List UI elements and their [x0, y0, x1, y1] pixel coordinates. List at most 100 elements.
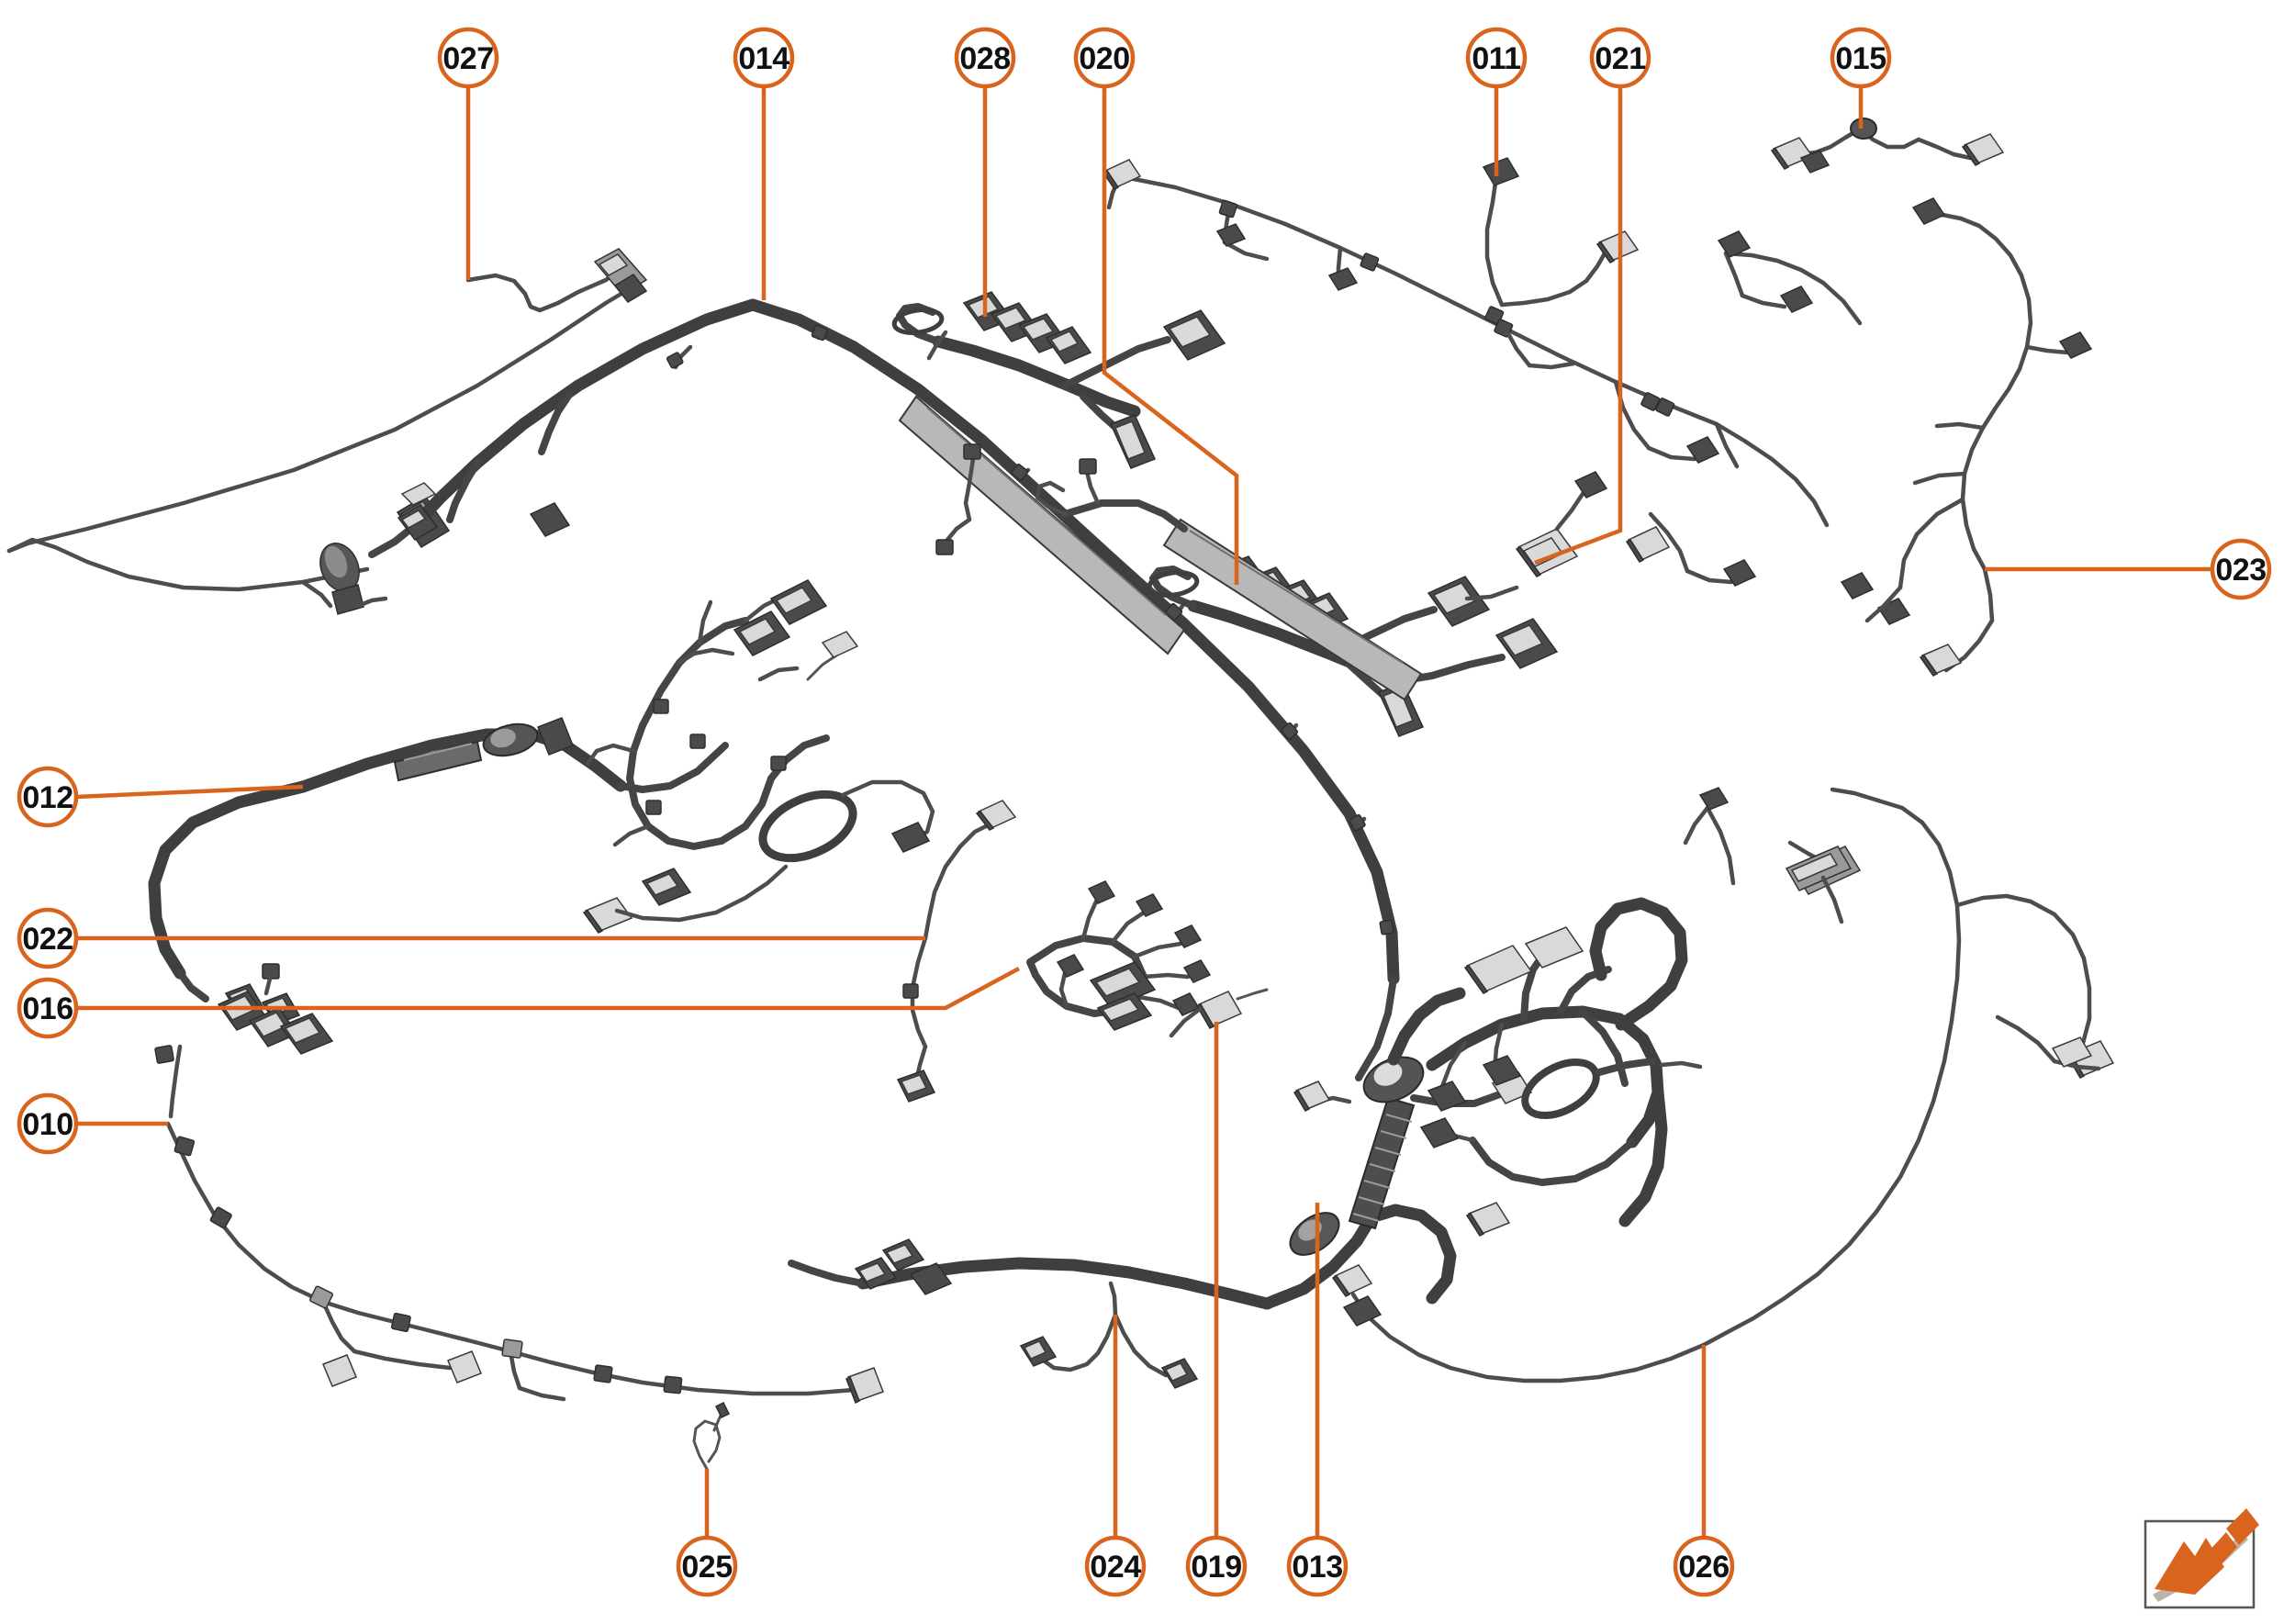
connector-022-top — [975, 800, 1017, 831]
connector-021-b — [1573, 471, 1671, 563]
callout-ring-015[interactable] — [1830, 27, 1892, 89]
connector-centre-a — [1079, 458, 1097, 475]
connector-centre-b — [935, 443, 981, 555]
callout-label-019: 019 — [1191, 1550, 1241, 1585]
connector-020-end1 — [1427, 576, 1491, 627]
connector-020-end2 — [1495, 618, 1559, 669]
callout-ring-024[interactable] — [1084, 1535, 1147, 1597]
connector-027b — [319, 543, 364, 615]
connector-ecu-d — [582, 897, 633, 934]
logo-arrow-blade-2 — [2226, 1508, 2259, 1545]
harness-ecu-cluster — [582, 579, 935, 934]
harness-011 — [1102, 157, 1830, 601]
callout-022[interactable]: 022 — [17, 907, 79, 969]
callout-020[interactable]: 020 — [1073, 27, 1136, 89]
callout-label-023: 023 — [2215, 553, 2266, 588]
callout-019[interactable]: 019 — [1185, 1535, 1248, 1597]
callout-label-027: 027 — [442, 41, 493, 76]
leader-line-021 — [1534, 86, 1623, 566]
callout-014[interactable]: 014 — [733, 27, 795, 89]
callout-027[interactable]: 027 — [437, 27, 499, 89]
callout-011[interactable]: 011 — [1465, 27, 1528, 89]
connector-ecu-c — [641, 868, 692, 906]
callout-ring-013[interactable] — [1286, 1535, 1349, 1597]
callout-024[interactable]: 024 — [1084, 1535, 1147, 1597]
callout-ring-011[interactable] — [1465, 27, 1528, 89]
parts-catalog-logo[interactable] — [2144, 1508, 2259, 1609]
callout-ring-016[interactable] — [17, 977, 79, 1039]
callout-label-011: 011 — [1472, 41, 1520, 76]
callout-label-022: 022 — [22, 922, 73, 957]
callout-label-015: 015 — [1835, 41, 1886, 76]
connector-011-right — [1685, 436, 1720, 464]
connector-011-bot — [1722, 559, 1757, 587]
connector-010-mid — [322, 1350, 482, 1387]
callout-ring-022[interactable] — [17, 907, 79, 969]
callout-ring-023[interactable] — [2210, 538, 2272, 600]
harness-028 — [891, 291, 1226, 469]
callout-025[interactable]: 025 — [676, 1535, 738, 1597]
connector-027d — [400, 482, 437, 506]
connector-011-top — [1215, 157, 1640, 291]
callout-023[interactable]: 023 — [2210, 538, 2272, 600]
callout-010[interactable]: 010 — [17, 1092, 79, 1155]
harness-014-clips — [666, 324, 1394, 935]
callout-ring-020[interactable] — [1073, 27, 1136, 89]
corrugated-tube-013 — [1348, 1096, 1416, 1230]
harness-022 — [896, 800, 1017, 1103]
harness-019-013 — [788, 987, 1533, 1310]
callout-markers[interactable]: 027 014 028 020 011 021 015 023 012 022 016 010 025 0… — [17, 27, 2272, 1597]
connector-ecu-e — [890, 822, 931, 853]
callout-label-013: 013 — [1292, 1550, 1342, 1585]
callout-label-016: 016 — [22, 991, 73, 1026]
callout-label-024: 024 — [1090, 1550, 1141, 1585]
grommet-012 — [482, 717, 574, 757]
callout-021[interactable]: 021 — [1589, 27, 1651, 89]
callout-label-028: 028 — [959, 41, 1010, 76]
callout-ring-012[interactable] — [17, 766, 79, 828]
callout-ring-025[interactable] — [676, 1535, 738, 1597]
callout-028[interactable]: 028 — [954, 27, 1016, 89]
callout-leader-lines — [75, 86, 2212, 1538]
logo-arrow-blade-1 — [2206, 1532, 2237, 1569]
callout-label-012: 012 — [22, 780, 73, 815]
callout-ring-028[interactable] — [954, 27, 1016, 89]
callout-ring-021[interactable] — [1589, 27, 1651, 89]
sleeve-centre — [935, 443, 1423, 701]
connector-024-ends — [1019, 1336, 1199, 1389]
callout-ring-019[interactable] — [1185, 1535, 1248, 1597]
callout-label-025: 025 — [681, 1550, 732, 1585]
callout-ring-014[interactable] — [733, 27, 795, 89]
callout-ring-026[interactable] — [1673, 1535, 1735, 1597]
connector-013-left-cluster — [854, 1238, 953, 1295]
connector-016-main — [1089, 961, 1157, 1031]
connector-028-end2 — [1109, 414, 1157, 469]
callout-015[interactable]: 015 — [1830, 27, 1892, 89]
logo-arrow-head — [2155, 1538, 2224, 1595]
connector-028-block — [962, 291, 1092, 364]
callout-label-010: 010 — [22, 1107, 73, 1142]
callout-ring-010[interactable] — [17, 1092, 79, 1155]
callout-026[interactable]: 026 — [1673, 1535, 1735, 1597]
connector-right-c — [1419, 1055, 1522, 1148]
grommet-019 — [1362, 1056, 1425, 1103]
connector-ecu-b — [769, 579, 828, 625]
callout-012[interactable]: 012 — [17, 766, 79, 828]
module-023-box — [1785, 846, 1853, 891]
connector-022-bot — [896, 1070, 936, 1103]
leader-line-020 — [1102, 86, 1239, 585]
connector-023-ends — [1717, 197, 2093, 677]
leader-line-012 — [75, 784, 304, 800]
callout-label-014: 014 — [738, 41, 789, 76]
callout-label-020: 020 — [1079, 41, 1129, 76]
connector-014a — [397, 504, 439, 541]
harness-right-cluster — [1419, 897, 1703, 1237]
module-right-a — [1463, 945, 1533, 994]
callout-016[interactable]: 016 — [17, 977, 79, 1039]
connector-011-left — [1102, 159, 1142, 190]
callout-013[interactable]: 013 — [1286, 1535, 1349, 1597]
leader-line-016 — [76, 967, 1021, 1011]
callout-ring-027[interactable] — [437, 27, 499, 89]
